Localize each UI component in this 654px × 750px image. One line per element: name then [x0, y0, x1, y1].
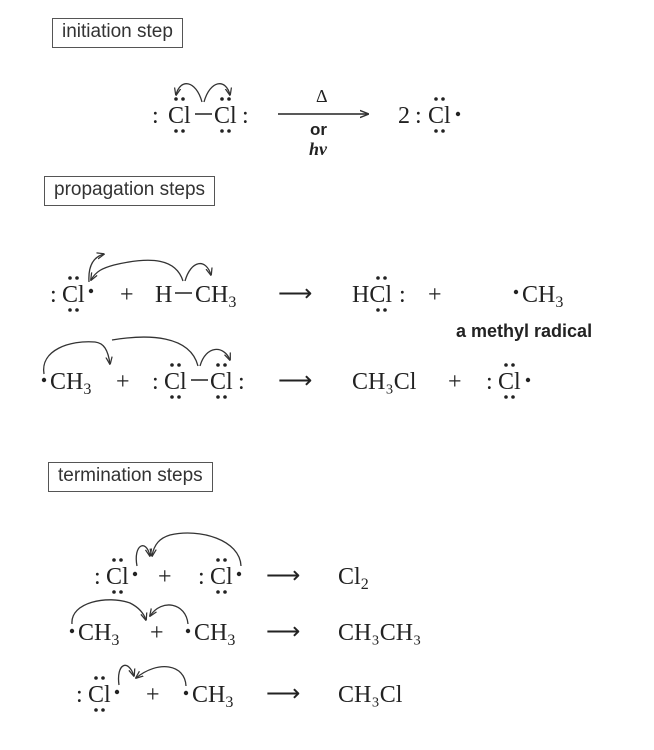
fishhook-arrow: [88, 254, 104, 283]
methyl-radical: CH3: [192, 682, 233, 711]
radical-dot: [455, 111, 461, 117]
fishhook-arrow: [176, 83, 203, 103]
radical-dot: [183, 690, 189, 696]
cl-radical: Cl: [428, 103, 451, 129]
lone-pair-dots: :: [76, 682, 83, 708]
initiation-reaction: Cl : Cl : Δ or hν 2 : Cl: [152, 83, 461, 159]
termination-reaction-2: CH3 + CH3 ⟶ CH₃CH₃: [69, 599, 421, 649]
fishhook-arrow: [43, 341, 110, 375]
lone-pair-dots: :: [50, 282, 57, 308]
lone-pair-dots: :: [94, 564, 101, 590]
lone-pair-dots: :: [399, 282, 406, 308]
lone-pair-dots: [504, 363, 531, 399]
fishhook-arrow: [152, 532, 242, 567]
reaction-arrow: ⟶: [266, 681, 300, 707]
heat-symbol: Δ: [316, 86, 328, 106]
radical-dot: [41, 377, 47, 383]
or-label: or: [310, 120, 327, 139]
lone-pair-dots: [68, 276, 94, 312]
propagation-steps-label: propagation steps: [44, 176, 216, 206]
lone-pair-dots: [94, 676, 120, 712]
cl-radical: Cl: [62, 282, 85, 308]
cl-atom: Cl: [168, 103, 191, 129]
fishhook-arrow: [91, 259, 184, 281]
lone-pair-dots: [434, 97, 461, 133]
fishhook-arrow: [199, 348, 230, 367]
plus-sign: +: [448, 369, 462, 395]
plus-sign: +: [150, 620, 164, 646]
light-symbol: hν: [309, 139, 328, 159]
plus-sign: +: [146, 682, 160, 708]
lone-pair-dots: [170, 363, 227, 399]
propagation-reaction-1: : Cl + H CH3 ⟶ HCl : + CH3 a methyl radi…: [50, 254, 592, 341]
initiation-step-label: initiation step: [52, 18, 183, 48]
fishhook-arrow: [150, 604, 189, 625]
lone-pair-dots: [376, 276, 387, 312]
propagation-reaction-2: CH3 + : Cl Cl : ⟶ CH₃Cl + : Cl: [41, 336, 531, 399]
lone-pair-dots: [216, 558, 242, 594]
reaction-arrow: ⟶: [278, 368, 312, 394]
lone-pair-dots: :: [238, 369, 245, 395]
lone-pair-dots: :: [486, 369, 493, 395]
termination-steps-label: termination steps: [48, 462, 213, 492]
methyl-radical: CH3: [50, 369, 91, 398]
fishhook-arrow: [203, 83, 230, 103]
methyl-radical: CH3: [194, 620, 235, 649]
radical-dot: [525, 377, 531, 383]
reaction-arrow: ⟶: [278, 281, 312, 307]
cl-radical: Cl: [88, 682, 111, 708]
ethane-product: CH₃CH₃: [338, 620, 421, 646]
plus-sign: +: [120, 282, 134, 308]
radical-dot: [69, 628, 75, 634]
fishhook-arrow: [135, 545, 150, 567]
chloromethane-product: CH₃Cl: [352, 369, 417, 395]
hcl-product: HCl: [352, 282, 392, 308]
lone-pair-dots: :: [242, 103, 249, 129]
cl-atom: Cl: [164, 369, 187, 395]
methyl-group: CH3: [195, 282, 236, 311]
fishhook-arrow: [111, 336, 199, 367]
fishhook-arrow: [71, 599, 146, 625]
fishhook-arrow: [136, 666, 187, 687]
radical-dot: [88, 288, 94, 294]
radical-dot: [236, 571, 242, 577]
cl-radical: Cl: [210, 564, 233, 590]
cl-atom: Cl: [214, 103, 237, 129]
plus-sign: +: [116, 369, 130, 395]
cl-radical: Cl: [498, 369, 521, 395]
methyl-radical: CH3: [78, 620, 119, 649]
lone-pair-dots: :: [152, 103, 159, 129]
termination-reaction-1: : Cl + : Cl ⟶ Cl2: [94, 532, 369, 594]
plus-sign: +: [158, 564, 172, 590]
plus-sign: +: [428, 282, 442, 308]
methyl-radical-caption: a methyl radical: [456, 321, 592, 341]
reaction-arrow: ⟶: [266, 563, 300, 589]
lone-pair-dots: [174, 97, 231, 133]
chloromethane-product: CH₃Cl: [338, 682, 403, 708]
chlorine-product: Cl2: [338, 564, 369, 593]
radical-dot: [513, 289, 519, 295]
radical-dot: [114, 689, 120, 695]
lone-pair-dots: :: [198, 564, 205, 590]
cl-radical: Cl: [106, 564, 129, 590]
cl-atom: Cl: [210, 369, 233, 395]
lone-pair-dots: :: [152, 369, 159, 395]
radical-dot: [185, 628, 191, 634]
methyl-radical: CH3: [522, 282, 563, 311]
h-atom: H: [155, 282, 172, 308]
lone-pair-dots: [112, 558, 138, 594]
lone-pair-dots: :: [415, 103, 422, 129]
coefficient: 2: [398, 103, 410, 129]
fishhook-arrow: [184, 263, 211, 282]
radical-dot: [132, 571, 138, 577]
termination-reaction-3: : Cl + CH3 ⟶ CH₃Cl: [76, 664, 403, 712]
reaction-arrow: ⟶: [266, 619, 300, 645]
fishhook-arrow: [117, 664, 134, 686]
